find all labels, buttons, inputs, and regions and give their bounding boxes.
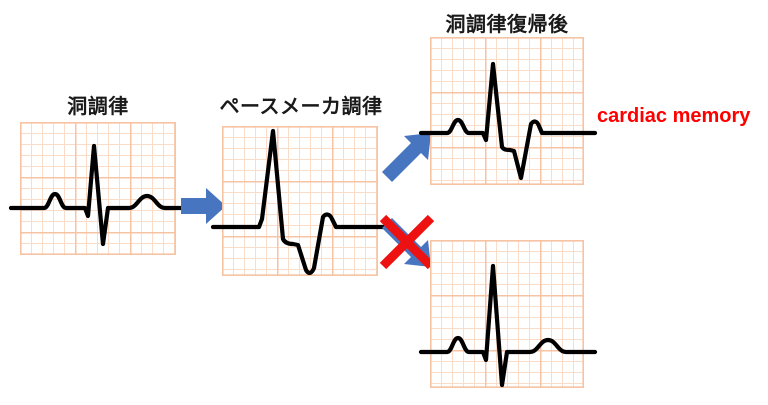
panel-title-pacemaker-rhythm: ペースメーカ調律 bbox=[219, 96, 383, 118]
cardiac-memory-label: cardiac memory bbox=[597, 105, 751, 127]
ecg-trace-sinus-rhythm bbox=[8, 143, 190, 247]
ecg-panel-pacemaker-rhythm bbox=[210, 126, 392, 276]
ecg-trace-after-return-normal bbox=[418, 263, 598, 388]
ecg-panel-sinus-rhythm bbox=[8, 122, 190, 255]
red-x-icon bbox=[379, 214, 435, 270]
ecg-panel-after-return-memory bbox=[418, 37, 598, 185]
arrow-up-right-icon bbox=[382, 133, 431, 182]
ecg-panel-after-return-normal bbox=[418, 240, 598, 388]
panel-title-sinus-rhythm: 洞調律 bbox=[67, 96, 129, 118]
arrow-right-icon bbox=[181, 188, 226, 224]
ecg-grid bbox=[430, 37, 584, 185]
ecg-trace-after-return-memory bbox=[418, 61, 598, 181]
panel-title-after-return-memory: 洞調律復帰後 bbox=[445, 14, 569, 36]
ecg-trace-pacemaker-rhythm bbox=[210, 128, 392, 275]
